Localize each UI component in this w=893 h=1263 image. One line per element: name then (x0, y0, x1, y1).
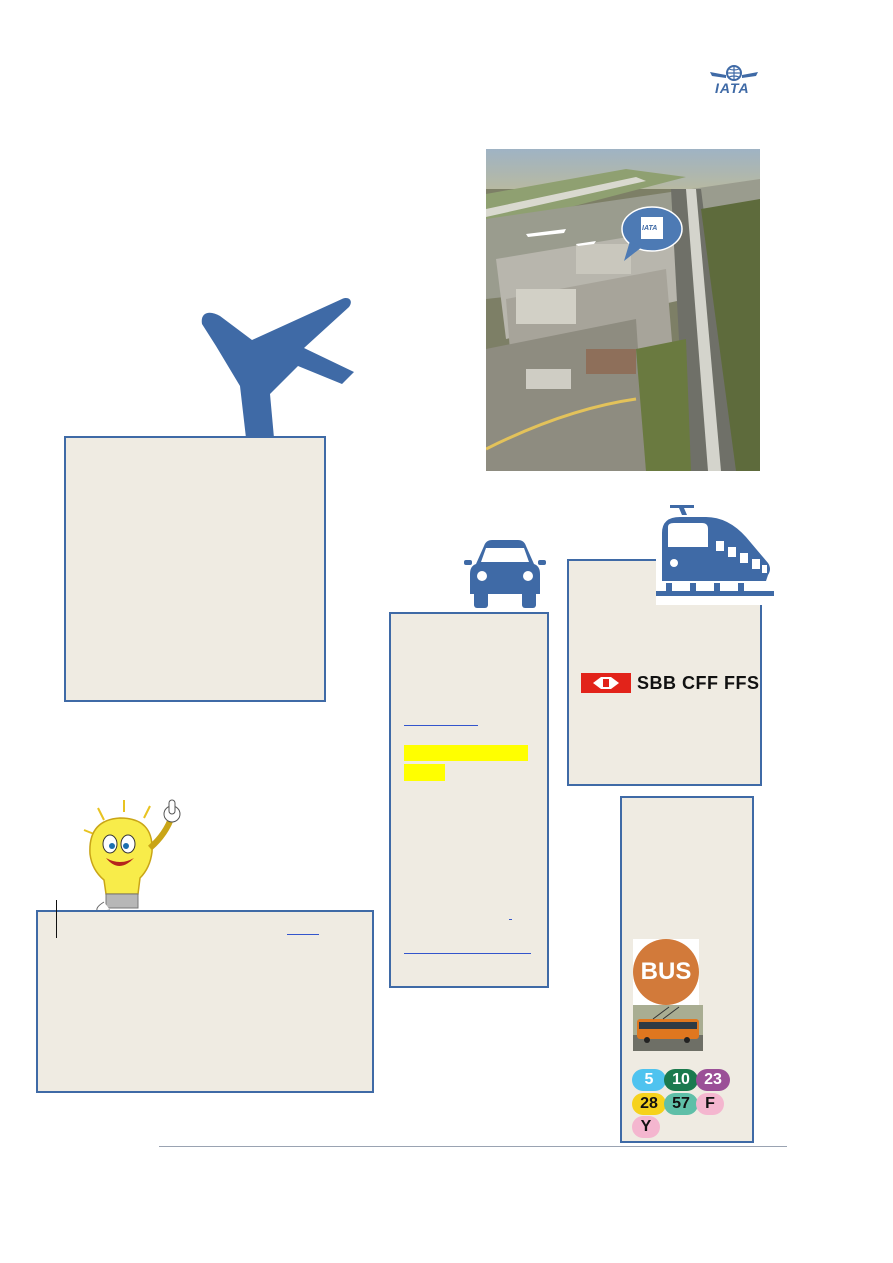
bus-line-10: 10 (664, 1069, 698, 1091)
text-cursor (56, 900, 57, 938)
highlight-line-2 (404, 764, 445, 781)
sbb-swiss-cross-icon (581, 673, 631, 693)
bus-info-panel: BUS 5 10 23 28 57 F Y (620, 796, 754, 1143)
bus-line-f: F (696, 1093, 724, 1115)
airport-aerial-photo: IATA (486, 149, 760, 471)
bus-line-28: 28 (632, 1093, 666, 1115)
iata-location-pin: IATA (620, 205, 684, 263)
lightbulb-mascot-icon (80, 798, 190, 914)
tip-link[interactable] (287, 934, 319, 935)
car-link-2[interactable] (509, 919, 512, 920)
sbb-logo: SBB CFF FFS (581, 673, 759, 693)
iata-logo-text: IATA (715, 80, 750, 96)
train-icon (656, 505, 774, 596)
highlight-line-1 (404, 745, 528, 761)
globe-wings-icon (710, 65, 758, 81)
bus-line-y: Y (632, 1116, 660, 1138)
car-link-3[interactable] (404, 953, 531, 954)
bus-line-23: 23 (696, 1069, 730, 1091)
pin-label: IATA (642, 225, 658, 232)
footer-divider (159, 1146, 787, 1147)
car-link-1[interactable] (404, 725, 478, 726)
car-icon (464, 540, 546, 608)
airplane-icon (196, 296, 356, 438)
car-info-panel (389, 612, 549, 988)
bus-badge: BUS (633, 939, 699, 1005)
flight-info-panel (64, 436, 326, 702)
bus-line-57: 57 (664, 1093, 698, 1115)
bus-line-5: 5 (632, 1069, 666, 1091)
tip-panel (36, 900, 374, 1093)
iata-logo: IATA (706, 62, 762, 98)
bus-badge-label: BUS (640, 958, 692, 985)
sbb-logo-text: SBB CFF FFS (637, 673, 760, 693)
trolleybus-photo (633, 1005, 703, 1051)
train-icon-frame (656, 503, 774, 605)
